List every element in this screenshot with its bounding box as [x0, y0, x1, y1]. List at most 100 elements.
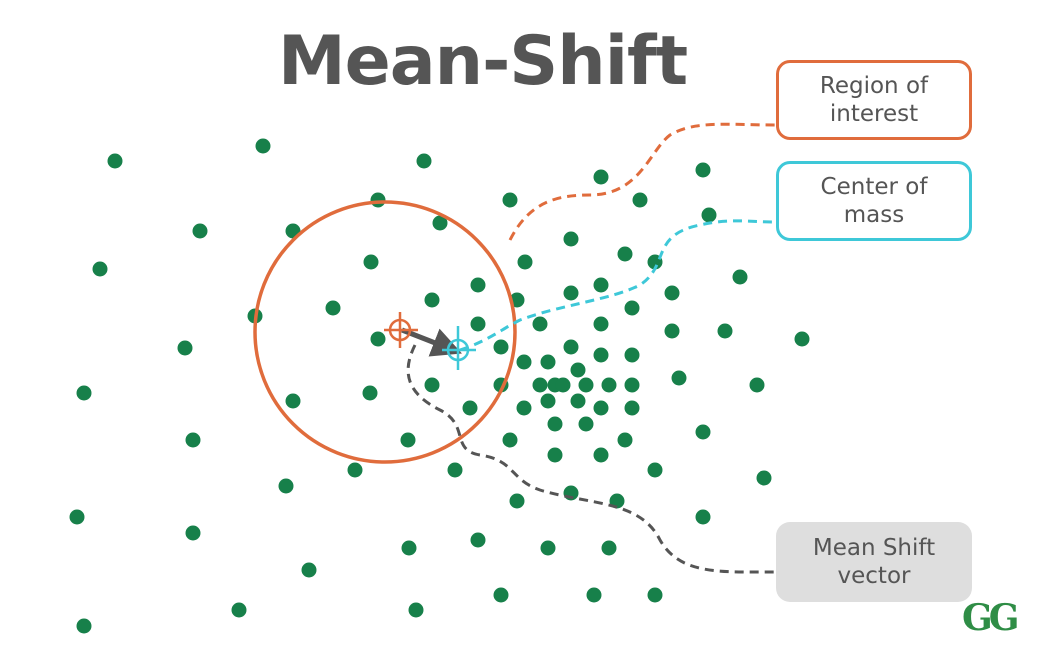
- data-point: [185, 525, 201, 541]
- data-point: [624, 400, 640, 416]
- data-point: [69, 509, 85, 525]
- data-point: [624, 300, 640, 316]
- data-point: [749, 377, 765, 393]
- data-point: [664, 285, 680, 301]
- data-point: [593, 169, 609, 185]
- data-point: [601, 377, 617, 393]
- data-point: [593, 277, 609, 293]
- data-point: [695, 162, 711, 178]
- data-point: [470, 532, 486, 548]
- data-point: [547, 447, 563, 463]
- data-point: [570, 393, 586, 409]
- crosshair-icon: [384, 312, 418, 348]
- data-point: [107, 153, 123, 169]
- data-point: [517, 254, 533, 270]
- data-point: [278, 478, 294, 494]
- data-point: [370, 331, 386, 347]
- data-point: [695, 424, 711, 440]
- data-point: [647, 587, 663, 603]
- data-point: [624, 377, 640, 393]
- data-point: [401, 540, 417, 556]
- data-point: [695, 509, 711, 525]
- data-point: [231, 602, 247, 618]
- data-point: [756, 470, 772, 486]
- data-point: [578, 377, 594, 393]
- data-point: [470, 316, 486, 332]
- data-point: [671, 370, 687, 386]
- data-point: [555, 377, 571, 393]
- mean-shift-vector-label: Mean Shift vector: [776, 522, 972, 602]
- data-point: [601, 540, 617, 556]
- data-point: [540, 354, 556, 370]
- data-point: [578, 416, 594, 432]
- data-point: [647, 462, 663, 478]
- data-point: [509, 493, 525, 509]
- data-point: [301, 562, 317, 578]
- data-point: [717, 323, 733, 339]
- region-of-interest-label: Region of interest: [776, 60, 972, 140]
- data-point: [92, 261, 108, 277]
- data-point: [363, 254, 379, 270]
- data-point: [408, 602, 424, 618]
- data-point: [540, 540, 556, 556]
- gfg-logo: GG: [962, 597, 1019, 639]
- data-point: [400, 432, 416, 448]
- data-point: [192, 223, 208, 239]
- center-of-mass-label: Center of mass: [776, 161, 972, 241]
- page-title: Mean-Shift: [278, 22, 688, 101]
- data-point: [570, 362, 586, 378]
- region-of-interest-circle: [253, 200, 517, 464]
- data-point: [185, 432, 201, 448]
- data-point: [285, 393, 301, 409]
- data-point: [493, 339, 509, 355]
- data-point: [516, 400, 532, 416]
- data-point: [432, 215, 448, 231]
- data-point: [547, 416, 563, 432]
- data-point: [447, 462, 463, 478]
- data-point: [701, 207, 717, 223]
- data-point: [347, 462, 363, 478]
- data-point: [255, 138, 271, 154]
- data-point: [593, 400, 609, 416]
- data-point: [424, 377, 440, 393]
- data-point: [617, 432, 633, 448]
- data-point: [593, 347, 609, 363]
- data-point: [416, 153, 432, 169]
- data-point: [532, 377, 548, 393]
- data-point: [593, 316, 609, 332]
- vector-connector-line: [406, 344, 777, 574]
- data-point: [624, 347, 640, 363]
- data-point: [732, 269, 748, 285]
- data-point: [493, 587, 509, 603]
- mean-shift-vector-text: Mean Shift vector: [812, 535, 936, 589]
- data-point: [563, 285, 579, 301]
- data-point: [470, 277, 486, 293]
- data-point: [794, 331, 810, 347]
- data-point: [532, 316, 548, 332]
- data-point: [502, 432, 518, 448]
- center-of-mass-text: Center of mass: [820, 174, 928, 228]
- data-point: [502, 192, 518, 208]
- data-point: [563, 231, 579, 247]
- data-point: [516, 354, 532, 370]
- data-point: [177, 340, 193, 356]
- data-point: [462, 400, 478, 416]
- data-point: [424, 292, 440, 308]
- data-point: [617, 246, 633, 262]
- data-point: [370, 192, 386, 208]
- region-of-interest-text: Region of interest: [819, 73, 929, 127]
- data-point: [362, 385, 378, 401]
- data-point: [563, 339, 579, 355]
- data-point: [325, 300, 341, 316]
- crosshair-icon: [442, 326, 476, 370]
- data-point: [76, 618, 92, 634]
- data-point: [664, 323, 680, 339]
- data-point: [540, 393, 556, 409]
- data-point: [76, 385, 92, 401]
- data-point: [593, 447, 609, 463]
- roi-connector-line: [508, 122, 777, 241]
- data-point: [632, 192, 648, 208]
- data-point: [586, 587, 602, 603]
